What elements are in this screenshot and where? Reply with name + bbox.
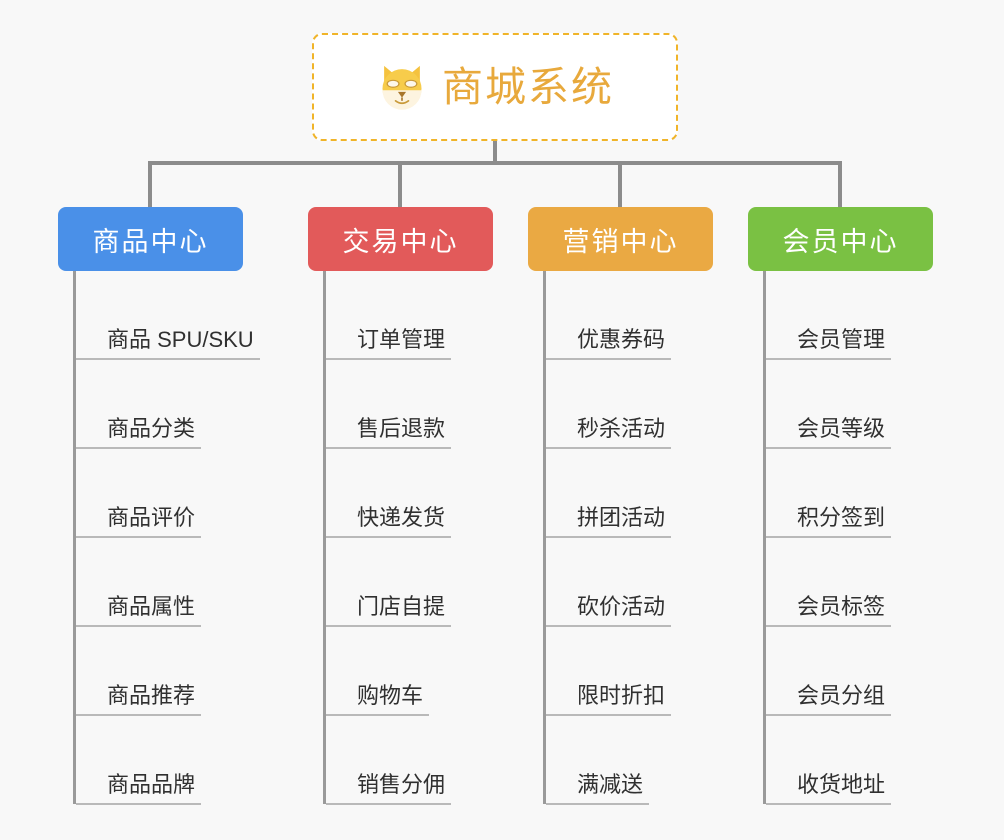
- branch-stem-1: [73, 271, 76, 804]
- list-item[interactable]: 限时折扣: [546, 627, 672, 716]
- branch-column-2: 订单管理 售后退款 快递发货 门店自提 购物车 销售分佣: [323, 271, 553, 821]
- category-label-2: 交易中心: [342, 226, 459, 257]
- branch-column-3: 优惠券码 秒杀活动 拼团活动 砍价活动 限时折扣 满减送: [543, 271, 773, 821]
- leaf-label: 商品 SPU/SKU: [76, 327, 260, 360]
- list-item[interactable]: 商品分类: [76, 360, 202, 449]
- leaf-label: 会员等级: [766, 416, 892, 449]
- branch-stem-3: [543, 271, 546, 804]
- list-item[interactable]: 销售分佣: [326, 716, 452, 805]
- list-item[interactable]: 会员标签: [766, 538, 892, 627]
- list-item[interactable]: 门店自提: [326, 538, 452, 627]
- leaf-label: 商品推荐: [76, 683, 202, 716]
- category-box-2[interactable]: 交易中心: [308, 207, 493, 271]
- list-item[interactable]: 秒杀活动: [546, 360, 672, 449]
- leaf-label: 限时折扣: [546, 683, 672, 716]
- leaf-label: 砍价活动: [546, 594, 672, 627]
- root-title: 商城系统: [442, 63, 614, 110]
- list-item[interactable]: 商品推荐: [76, 627, 202, 716]
- leaf-label: 订单管理: [326, 327, 452, 360]
- leaf-label: 积分签到: [766, 505, 892, 538]
- connector-drop-3: [618, 161, 622, 207]
- leaf-label: 商品品牌: [76, 772, 202, 805]
- leaf-label: 会员管理: [766, 327, 892, 360]
- category-label-4: 会员中心: [782, 226, 899, 257]
- branch-column-1: 商品 SPU/SKU 商品分类 商品评价 商品属性 商品推荐 商品品牌: [73, 271, 303, 821]
- list-item[interactable]: 砍价活动: [546, 538, 672, 627]
- category-box-4[interactable]: 会员中心: [748, 207, 933, 271]
- leaf-label: 满减送: [546, 772, 650, 805]
- list-item[interactable]: 收货地址: [766, 716, 892, 805]
- list-item[interactable]: 会员等级: [766, 360, 892, 449]
- leaf-label: 售后退款: [326, 416, 452, 449]
- list-item[interactable]: 会员管理: [766, 271, 892, 360]
- leaf-label: 商品分类: [76, 416, 202, 449]
- shiba-dog-face-icon: [382, 65, 422, 110]
- leaf-label: 商品属性: [76, 594, 202, 627]
- list-item[interactable]: 拼团活动: [546, 449, 672, 538]
- leaf-label: 会员分组: [766, 683, 892, 716]
- category-label-3: 营销中心: [562, 226, 679, 257]
- list-item[interactable]: 订单管理: [326, 271, 452, 360]
- list-item[interactable]: 商品 SPU/SKU: [76, 271, 260, 360]
- list-item[interactable]: 商品品牌: [76, 716, 202, 805]
- branch-stem-2: [323, 271, 326, 804]
- leaf-label: 秒杀活动: [546, 416, 672, 449]
- list-item[interactable]: 会员分组: [766, 627, 892, 716]
- leaf-label: 商品评价: [76, 505, 202, 538]
- branch-column-4: 会员管理 会员等级 积分签到 会员标签 会员分组 收货地址: [763, 271, 993, 821]
- list-item[interactable]: 优惠券码: [546, 271, 672, 360]
- connector-drop-2: [398, 161, 402, 207]
- leaf-label: 收货地址: [766, 772, 892, 805]
- connector-horizontal-bus: [148, 161, 842, 165]
- leaf-label: 会员标签: [766, 594, 892, 627]
- connector-drop-4: [838, 161, 842, 207]
- connector-drop-1: [148, 161, 152, 207]
- list-item[interactable]: 购物车: [326, 627, 430, 716]
- category-label-1: 商品中心: [92, 226, 209, 257]
- connector-root-stem: [493, 141, 497, 164]
- list-item[interactable]: 快递发货: [326, 449, 452, 538]
- list-item[interactable]: 商品属性: [76, 538, 202, 627]
- list-item[interactable]: 积分签到: [766, 449, 892, 538]
- root-node[interactable]: 商城系统: [312, 33, 678, 141]
- leaf-label: 快递发货: [326, 505, 452, 538]
- leaf-label: 拼团活动: [546, 505, 672, 538]
- leaf-label: 销售分佣: [326, 772, 452, 805]
- leaf-label: 购物车: [326, 683, 430, 716]
- category-box-1[interactable]: 商品中心: [58, 207, 243, 271]
- category-box-3[interactable]: 营销中心: [528, 207, 713, 271]
- list-item[interactable]: 满减送: [546, 716, 650, 805]
- branch-stem-4: [763, 271, 766, 804]
- leaf-label: 优惠券码: [546, 327, 672, 360]
- list-item[interactable]: 商品评价: [76, 449, 202, 538]
- list-item[interactable]: 售后退款: [326, 360, 452, 449]
- leaf-label: 门店自提: [326, 594, 452, 627]
